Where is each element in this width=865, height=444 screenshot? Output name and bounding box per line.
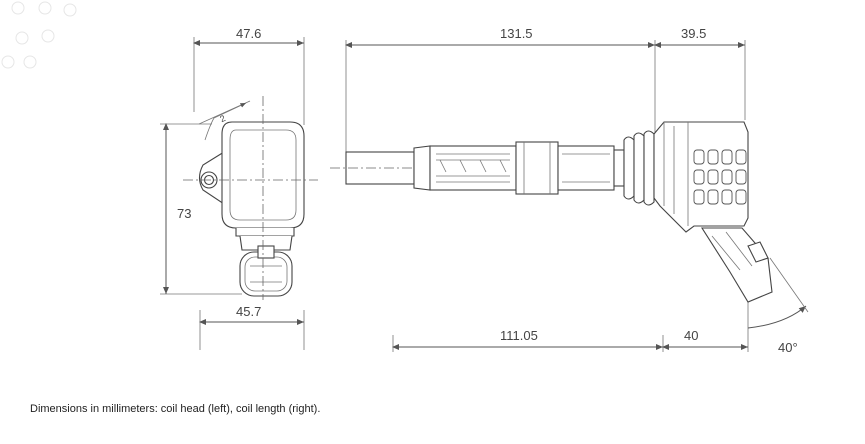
- dim-length-bottom-main: 111.05: [500, 328, 538, 343]
- coil-length-view: 131.5 39.5 111.05 40 40°: [330, 26, 809, 355]
- dim-head-width-bottom: 45.7: [236, 304, 261, 319]
- dim-head-height: 73: [177, 206, 191, 221]
- dim-angle: 40°: [778, 340, 798, 355]
- dim-length-bottom-end: 40: [684, 328, 698, 343]
- figure-caption: Dimensions in millimeters: coil head (le…: [30, 403, 321, 415]
- dim-head-width-top: 47.6: [236, 26, 261, 41]
- coil-head-view: 47.6 73 45.7 2: [160, 26, 318, 350]
- dim-length-top-main: 131.5: [500, 26, 533, 41]
- dim-length-top-end: 39.5: [681, 26, 706, 41]
- watermark-circles: [1, 1, 77, 69]
- dim-small-radius: 2: [218, 113, 227, 124]
